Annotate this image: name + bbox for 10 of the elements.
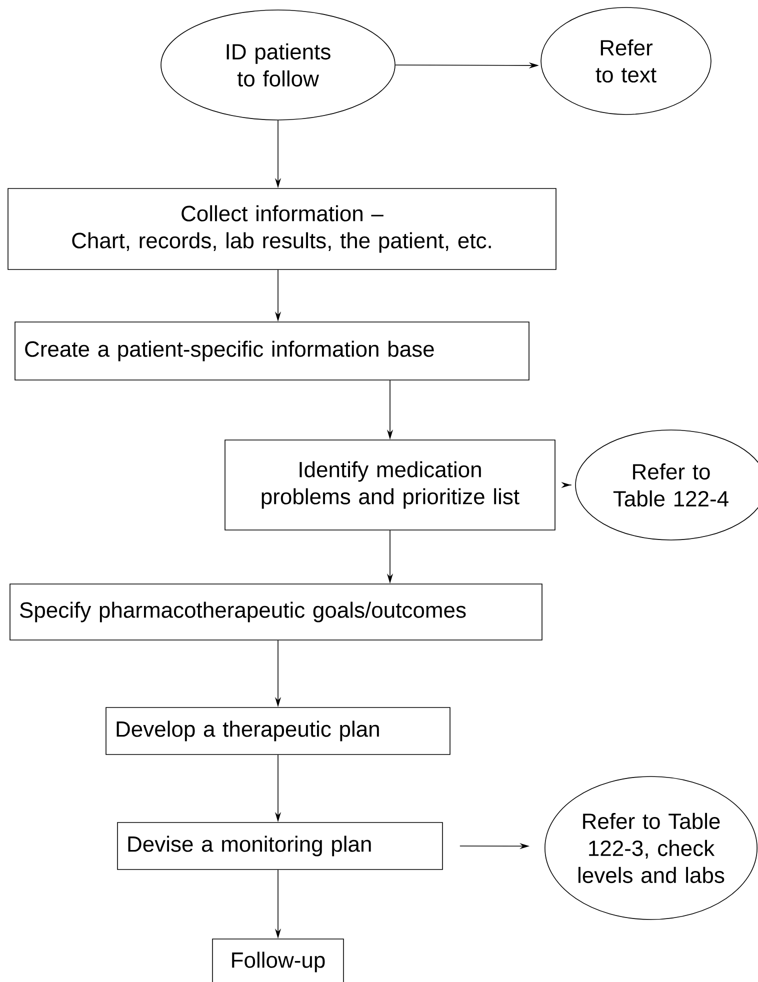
ellipse-node: Refer to text: [540, 7, 712, 115]
process-box: Create a patient-specific information base: [14, 322, 530, 380]
process-box: Specify pharmacotherapeutic goals/outcomes: [10, 584, 542, 640]
ellipse-node: Refer to Table 122-3, check levels and labs: [544, 776, 758, 920]
process-box: Identify medication problems and prioritize list: [224, 440, 556, 530]
ellipse-node: ID patients to follow: [160, 10, 396, 120]
process-box: Follow-up: [212, 938, 344, 982]
process-box: Develop a therapeutic plan: [106, 707, 450, 755]
process-box: Collect information – Chart, records, lab results, the patient, etc.: [8, 188, 556, 270]
process-box: Devise a monitoring plan: [117, 822, 443, 870]
